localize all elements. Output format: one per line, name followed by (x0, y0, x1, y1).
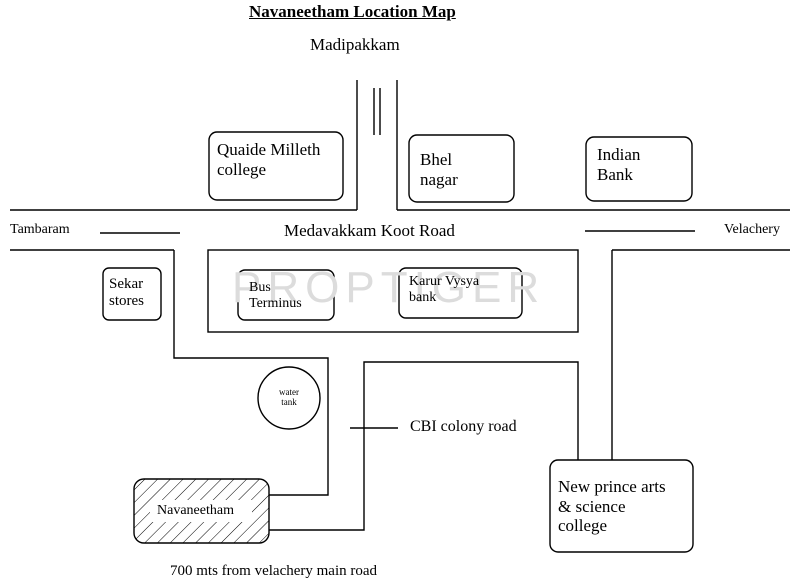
sekar-stores-line-1: Sekar (109, 276, 144, 292)
bus-terminus-line-1: Bus (249, 280, 271, 295)
bus-terminus-line-2: Terminus (249, 296, 302, 312)
central-block-outline (207, 249, 579, 333)
water-tank-line-1: water (279, 387, 299, 397)
cbi-colony-road (269, 361, 579, 531)
landmark-bus-terminus: Bus Terminus (249, 280, 302, 312)
landmark-karur-vysya-bank: Karur Vysya bank (409, 274, 479, 306)
new-prince-box (549, 459, 694, 553)
landmark-quaide-milleth-college: Quaide Milleth college (217, 140, 320, 179)
karur-vysya-line-1: Karur Vysya (409, 274, 480, 289)
proptiger-watermark: PROPTIGER (232, 263, 546, 312)
quaide-milleth-box (208, 131, 344, 201)
landmark-sekar-stores: Sekar stores (109, 276, 144, 311)
bhel-nagar-line-1: Bhel (420, 150, 453, 169)
bhel-nagar-line-2: nagar (420, 169, 458, 189)
bhel-nagar-box (408, 134, 515, 203)
quaide-milleth-line-2: college (217, 159, 267, 179)
property-navaneetham-label: Navaneetham (157, 503, 234, 518)
road-label-medavakkam-koot: Medavakkam Koot Road (284, 221, 455, 240)
landmark-indian-bank: Indian Bank (597, 145, 640, 184)
property-label-backdrop (150, 500, 252, 522)
landmark-water-tank: water tank (270, 387, 308, 408)
property-distance-note: 700 mts from velachery main road (170, 563, 378, 579)
indian-bank-box (585, 136, 693, 202)
sekar-stores-line-2: stores (109, 293, 144, 310)
quaide-milleth-line-1: Quaide Milleth (217, 140, 321, 159)
water-tank-circle (257, 366, 321, 430)
indian-bank-line-2: Bank (597, 164, 633, 184)
road-label-tambaram: Tambaram (10, 222, 70, 237)
road-label-velachery: Velachery (724, 222, 780, 237)
road-label-madipakkam: Madipakkam (310, 35, 400, 54)
karur-vysya-box (398, 267, 523, 319)
map-title: Navaneetham Location Map (249, 2, 456, 21)
landmark-bhel-nagar: Bhel nagar (420, 150, 458, 189)
new-prince-line-3: college (558, 516, 608, 536)
left-lane-road (173, 250, 329, 496)
sekar-stores-box (102, 267, 162, 321)
road-label-cbi-colony: CBI colony road (410, 418, 517, 435)
indian-bank-line-1: Indian (597, 145, 641, 164)
bus-terminus-box (237, 269, 335, 321)
new-prince-line-1: New prince arts (558, 477, 666, 496)
water-tank-line-2: tank (281, 397, 297, 408)
landmark-new-prince-college: New prince arts & science college (558, 477, 666, 536)
karur-vysya-line-2: bank (409, 290, 437, 306)
new-prince-line-2: & science (558, 496, 626, 516)
